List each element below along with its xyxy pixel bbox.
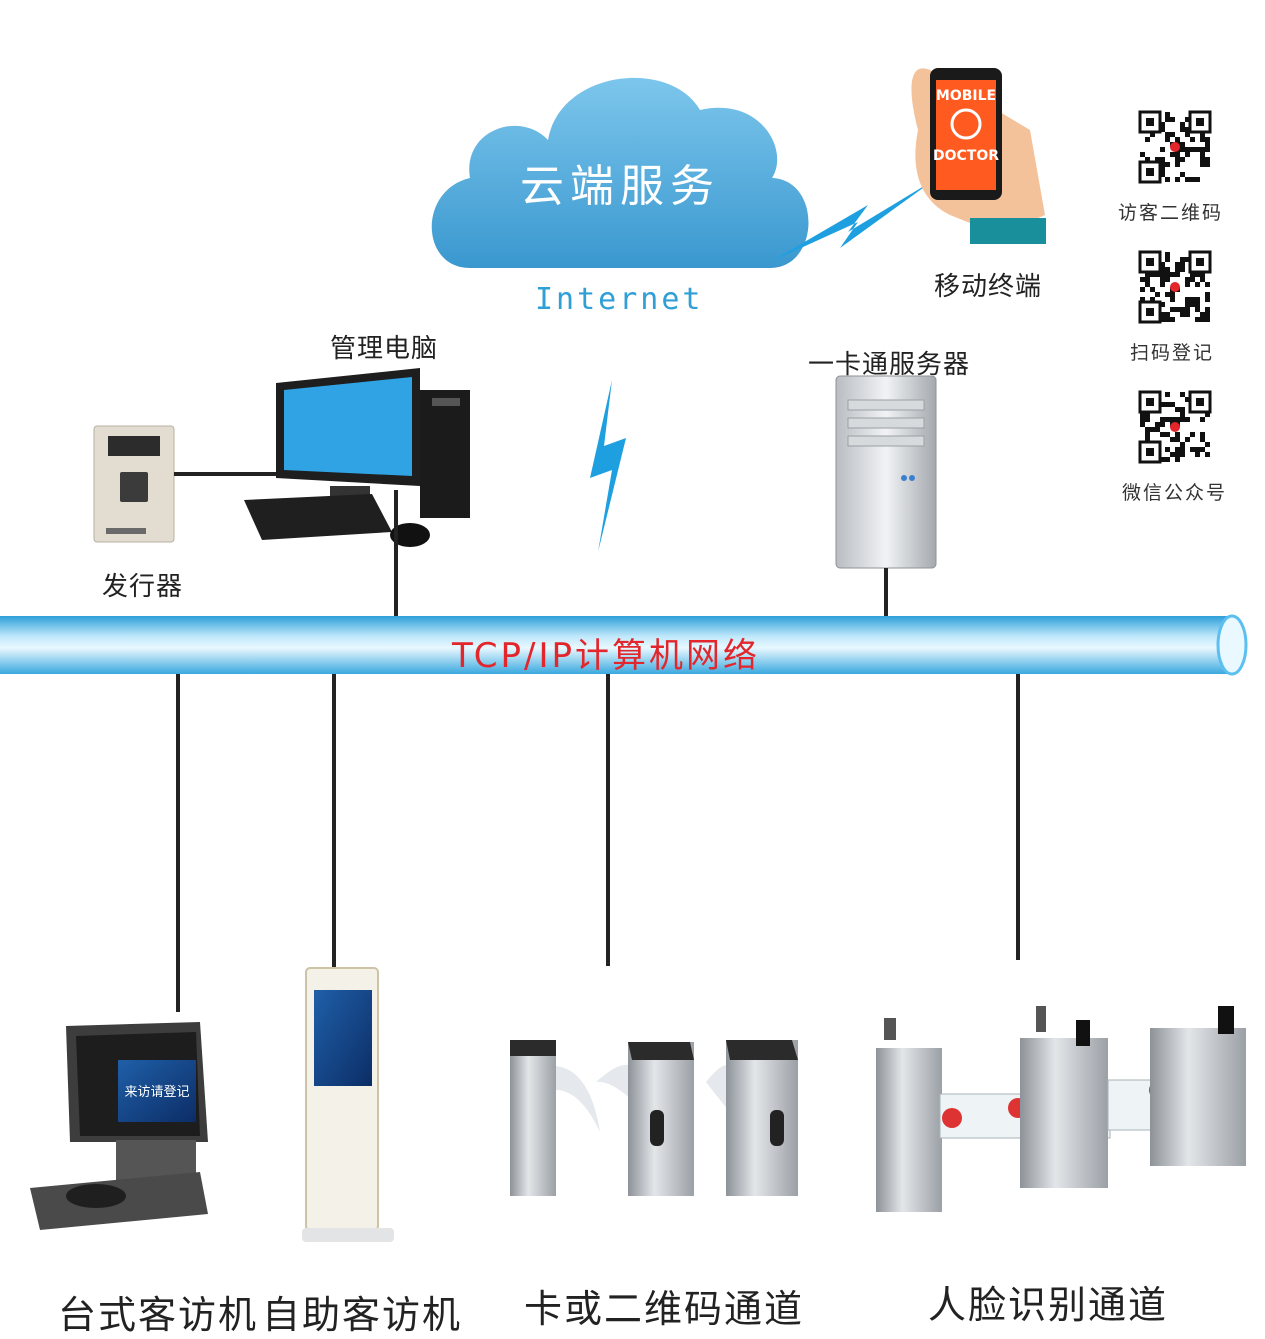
terminal-label: 台式客访机 — [58, 1293, 259, 1337]
phone-screen-text: DOCTOR — [933, 148, 999, 164]
server-tower-icon — [835, 375, 937, 569]
card-qr-turnstile-icon — [510, 1040, 798, 1196]
kiosk-screen-text: 来访请登记 — [124, 1085, 189, 1100]
qr-code-group — [1138, 110, 1212, 464]
qr-label: 扫码登记 — [1130, 342, 1215, 364]
qr-code-icon — [1138, 390, 1212, 464]
qr-label: 访客二维码 — [1118, 202, 1224, 224]
network-label: TCP/IP计算机网络 — [452, 636, 761, 676]
terminal-label: 自助客访机 — [262, 1293, 463, 1337]
cloud-title: 云端服务 — [520, 161, 720, 212]
network-pipe — [0, 614, 1248, 676]
qr-code-icon — [1138, 250, 1212, 324]
terminal-label: 人脸识别通道 — [928, 1283, 1169, 1327]
self-service-kiosk-icon — [302, 967, 394, 1242]
issuer-label: 发行器 — [102, 572, 184, 602]
cloud-shape — [431, 77, 809, 268]
mobile-terminal-label: 移动终端 — [934, 272, 1043, 302]
wireless-lightning-icon — [590, 380, 626, 552]
management-pc-icon — [244, 368, 470, 547]
qr-label: 微信公众号 — [1122, 482, 1228, 504]
mobile-phone-icon: MOBILE DOCTOR — [911, 68, 1046, 244]
internet-label: Internet — [535, 282, 704, 317]
server-label: 一卡通服务器 — [808, 350, 971, 380]
management-pc-label: 管理电脑 — [330, 334, 439, 364]
qr-code-icon — [1138, 110, 1212, 184]
wireless-lightning-icon — [770, 180, 934, 262]
terminal-label: 卡或二维码通道 — [524, 1287, 805, 1331]
phone-screen-text: MOBILE — [936, 88, 996, 104]
card-issuer-device — [93, 425, 175, 543]
desktop-visitor-kiosk-icon: 来访请登记 — [30, 1022, 208, 1230]
face-recognition-gate-icon — [876, 1006, 1246, 1212]
